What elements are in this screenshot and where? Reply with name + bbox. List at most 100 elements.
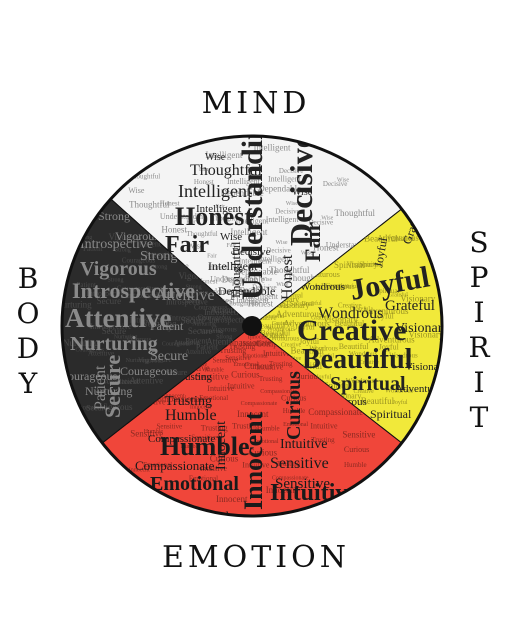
word-cloud-filler: Attentive: [211, 305, 245, 315]
word-spirit: Spiritual: [330, 373, 406, 395]
word-mind: Thoughtful: [190, 162, 263, 179]
word-cloud-filler: Attentive: [185, 348, 211, 356]
word-cloud-filler: Visionary: [323, 314, 358, 324]
label-letter: S: [469, 226, 492, 259]
word-cloud-filler: Joyful: [393, 399, 408, 406]
word-cloud-filler: Courageous: [75, 347, 104, 353]
word-cloud-filler: Sensitive: [191, 434, 217, 442]
word-cloud-filler: Patient: [139, 240, 162, 249]
word-cloud-filler: Understanding: [210, 274, 257, 283]
word-cloud-filler: Secure: [86, 403, 108, 412]
word-cloud-filler: Grateful: [388, 292, 408, 299]
word-cloud-filler: Innocent: [266, 485, 298, 495]
word-cloud-filler: Strong: [147, 286, 163, 292]
word-cloud-filler: Grateful: [272, 320, 292, 327]
word-cloud-filler: Compassionate: [272, 476, 309, 482]
word-cloud-filler: Wise: [321, 216, 333, 222]
word-cloud-filler: Curious: [244, 361, 273, 371]
word-cloud-filler: Patient: [196, 343, 219, 352]
word-cloud-filler: Compassionate: [217, 338, 272, 348]
word-cloud-filler: Innocent: [248, 334, 269, 340]
word-body: Vigorous: [80, 258, 157, 280]
word-spirit: Spiritual: [370, 407, 412, 421]
word-cloud-filler: Dependable: [221, 188, 264, 198]
word-cloud-filler: Grateful: [264, 313, 284, 320]
word-cloud-filler: Honest: [194, 178, 214, 186]
word-cloud-filler: Thoughtful: [186, 230, 218, 238]
word-cloud-filler: Sensitive: [342, 430, 375, 440]
word-emotion: Compassionate: [148, 433, 215, 445]
word-mind: Fair: [300, 221, 325, 262]
word-cloud-filler: Decisive: [323, 180, 348, 188]
word-cloud-filler: Honest: [208, 264, 228, 272]
word-mind: Honest: [279, 254, 296, 300]
word-cloud-filler: Visionary: [278, 301, 309, 310]
word-cloud-filler: Secure: [97, 296, 122, 306]
word-mind: Intelligent: [208, 259, 258, 273]
word-spirit: Visionary: [395, 321, 449, 336]
word-cloud-filler: Vigorous: [138, 357, 164, 365]
word-cloud-filler: Emotional: [233, 362, 258, 368]
word-cloud-filler: Honest: [248, 299, 274, 309]
word-body: Courageous: [60, 369, 118, 383]
word-body: Nurturing: [85, 384, 132, 398]
word-cloud-filler: Introspective: [86, 289, 128, 298]
word-cloud-filler: Curious: [249, 448, 278, 458]
word-mind: Intelligent: [196, 203, 241, 215]
word-cloud-filler: Introspective: [169, 313, 211, 322]
word-mind: Understanding: [236, 108, 269, 300]
word-cloud-filler: Intelligent: [266, 215, 300, 224]
word-cloud-filler: Thoughtful: [225, 300, 257, 308]
word-cloud-filler: Curious: [295, 372, 320, 381]
word-cloud-filler: Grateful: [350, 305, 370, 312]
word-cloud-filler: Secure: [188, 326, 213, 336]
word-cloud-filler: Wondrous: [385, 387, 414, 395]
word-body: Strong: [98, 209, 130, 223]
word-cloud-filler: Nurturing: [114, 334, 138, 340]
word-cloud-filler: Beautiful: [289, 361, 323, 371]
label-letter: I: [473, 366, 488, 399]
word-body: Patient: [92, 365, 109, 410]
word-cloud-filler: Honest: [198, 278, 218, 286]
label-letter: O: [17, 297, 44, 330]
word-cloud-filler: Nurturing: [192, 322, 216, 328]
word-cloud-filler: Grateful: [311, 315, 331, 322]
word-cloud-filler: Grateful: [302, 300, 322, 307]
word-cloud-filler: Intelligent: [239, 256, 273, 265]
word-cloud-filler: Patient: [77, 281, 96, 289]
word-cloud-filler: Emotional: [143, 461, 172, 469]
word-body: Nurturing: [70, 333, 158, 355]
word-emotion: Curious: [283, 371, 305, 440]
word-cloud-filler: Fair: [215, 204, 225, 210]
word-cloud-filler: Compassionate: [308, 407, 363, 417]
word-mind: Intelligent: [178, 181, 252, 201]
word-mind: Wise: [205, 152, 226, 163]
word-cloud-filler: Joyful: [319, 352, 334, 359]
word-cloud-filler: Trusting: [311, 436, 335, 444]
word-cloud-filler: Dependable: [235, 267, 278, 277]
word-cloud-filler: Patient: [156, 292, 175, 300]
word-body: Attentive: [155, 287, 215, 304]
word-mind: Wise: [220, 231, 242, 243]
word-cloud-filler: Wise: [276, 240, 288, 246]
word-cloud-filler: Joyful: [299, 337, 320, 346]
word-cloud-filler: Wise: [286, 201, 298, 207]
word-cloud-filler: Wondrous: [309, 344, 338, 352]
word-body: Attentive: [65, 303, 171, 333]
word-body: Courageous: [120, 364, 178, 378]
word-cloud-filler: Strong: [108, 278, 124, 284]
word-cloud-filler: Trusting: [232, 422, 259, 431]
word-cloud-filler: Intuitive: [227, 382, 255, 391]
word-cloud-filler: Creative: [326, 282, 350, 290]
word-cloud-filler: Trusting: [277, 460, 301, 468]
word-cloud-filler: Sensitive: [213, 357, 239, 365]
word-cloud-filler: Humble: [205, 367, 225, 373]
word-cloud-filler: Wondrous: [271, 335, 300, 343]
word-cloud-filler: Adventurous: [283, 319, 330, 329]
word-cloud-filler: Creative: [253, 314, 277, 322]
word-cloud-filler: Humble: [257, 425, 280, 433]
label-letter: T: [470, 401, 493, 434]
word-cloud-emotion: InnocentHumbleTrustingCompassionateEmoti…: [129, 334, 376, 516]
